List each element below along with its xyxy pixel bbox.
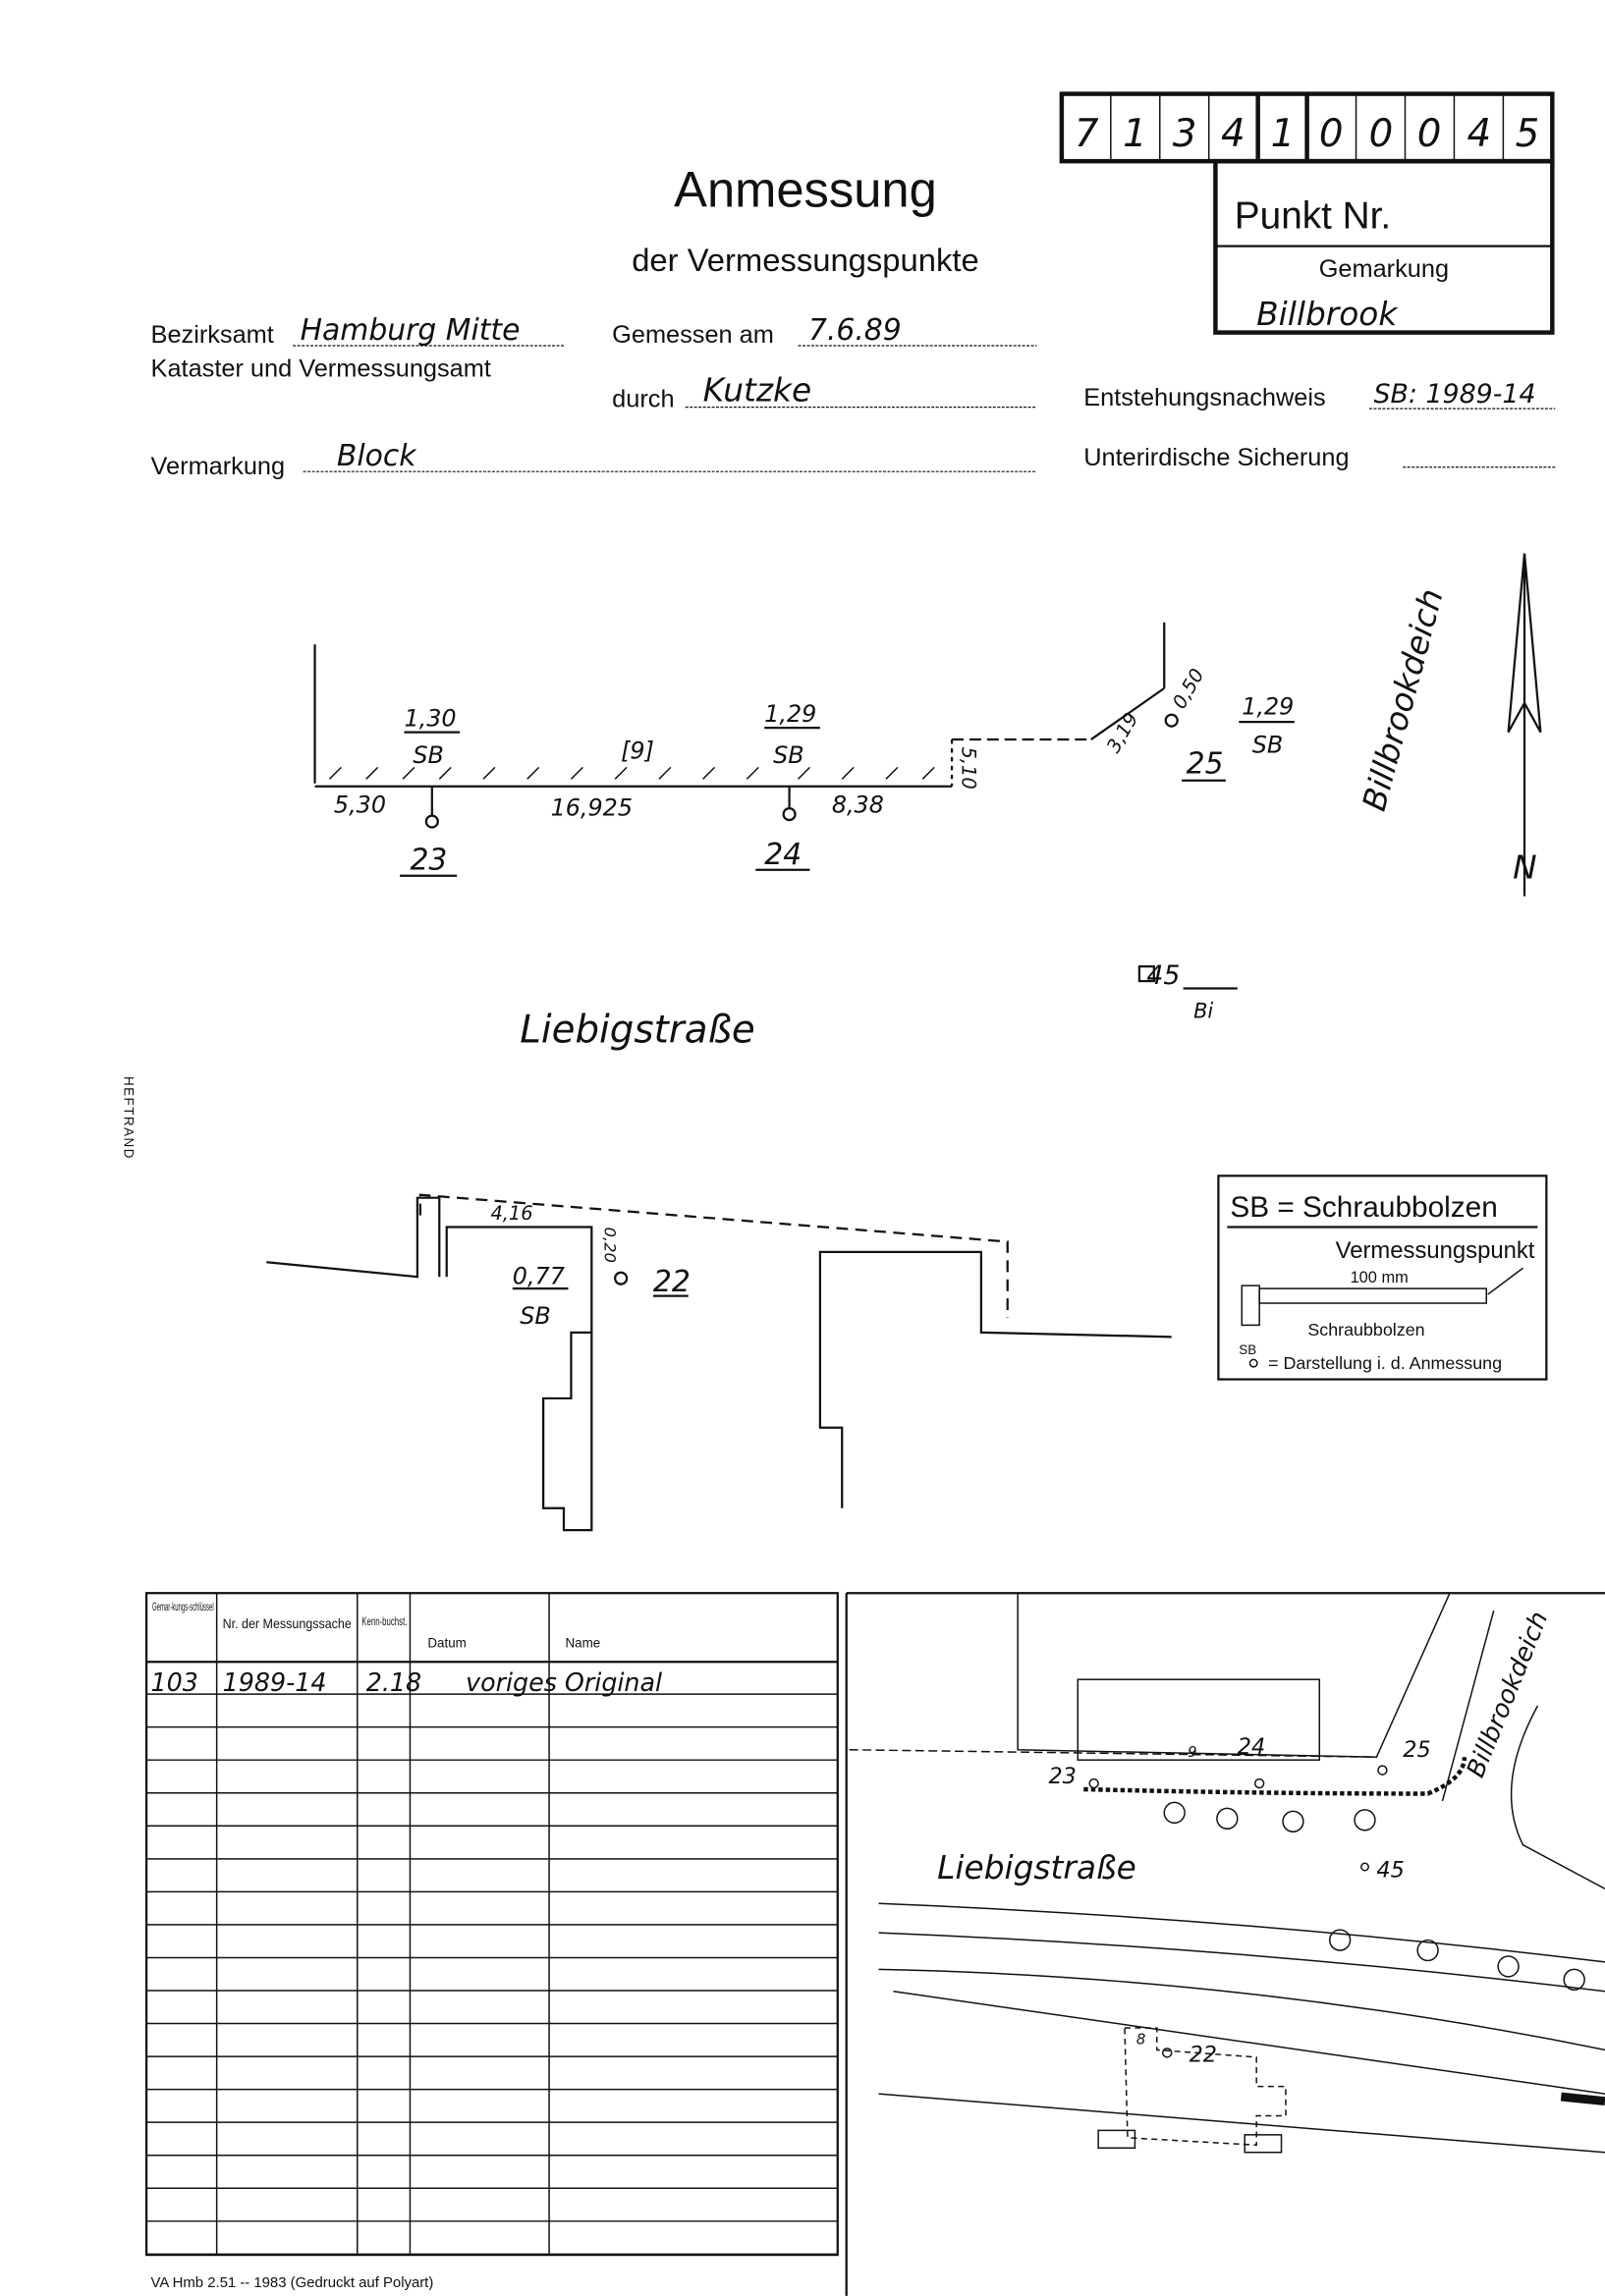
legend-vermessungspunkt: Vermessungspunkt bbox=[1336, 1237, 1535, 1264]
point-label-24: 24 bbox=[764, 838, 802, 872]
entstehung-value: SB: 1989-14 bbox=[1373, 379, 1535, 410]
survey-sketch-upper: 1,30 SB [9] 1,29 SB 5,30 16,925 8,38 23 … bbox=[313, 585, 1451, 1053]
table-header-datum: Datum bbox=[427, 1635, 467, 1650]
legend-schraubbolzen: Schraubbolzen bbox=[1307, 1320, 1424, 1339]
page-subtitle: der Vermessungspunkte bbox=[632, 242, 979, 278]
kataster-label: Kataster und Vermessungsamt bbox=[151, 355, 491, 382]
map-street-billbrookdeich: Billbrookdeich bbox=[1461, 1607, 1554, 1781]
table-row: 103 1989-14 2.18 voriges Original bbox=[151, 1667, 663, 1697]
bi-label: Bi bbox=[1193, 999, 1213, 1022]
survey-sketch-lower: 4,16 0,77 SB 0,20 22 bbox=[266, 1193, 1172, 1532]
distance-label: 4,16 bbox=[490, 1202, 532, 1225]
sb-label: SB bbox=[1252, 731, 1284, 758]
bezirksamt-label: Bezirksamt bbox=[151, 321, 274, 349]
digit: 4 bbox=[1221, 112, 1245, 156]
digit: 7 bbox=[1075, 112, 1099, 156]
digit: 5 bbox=[1516, 112, 1540, 156]
bezirksamt-value: Hamburg Mitte bbox=[301, 313, 521, 348]
legend-length: 100 mm bbox=[1351, 1269, 1409, 1286]
form-fields: Bezirksamt Hamburg Mitte Kataster und Ve… bbox=[151, 313, 1556, 480]
map-parcel-8: 8 bbox=[1136, 2030, 1145, 2048]
distance-label: 16,925 bbox=[551, 794, 633, 822]
distance-label: 5,10 bbox=[958, 747, 980, 790]
map-point-25: 25 bbox=[1403, 1737, 1430, 1763]
digit: 0 bbox=[1417, 112, 1442, 156]
map-street-liebigstrasse: Liebigstraße bbox=[937, 1849, 1136, 1886]
distance-label: 0,50 bbox=[1168, 665, 1208, 713]
sicherung-label: Unterirdische Sicherung bbox=[1083, 444, 1349, 471]
distance-label: 3,19 bbox=[1102, 709, 1142, 757]
distance-label: 0,77 bbox=[513, 1263, 565, 1290]
parcel-label: [9] bbox=[621, 737, 654, 764]
distance-label: 1,29 bbox=[764, 700, 816, 728]
punkt-nr-label: Punkt Nr. bbox=[1235, 195, 1391, 238]
street-label-billbrookdeich: Billbrookdeich bbox=[1356, 585, 1451, 815]
gemessen-label: Gemessen am bbox=[612, 321, 774, 349]
durch-label: durch bbox=[612, 386, 674, 413]
vermarkung-label: Vermarkung bbox=[151, 453, 286, 480]
digit: 4 bbox=[1467, 112, 1491, 156]
point-label-22: 22 bbox=[653, 1265, 691, 1299]
legend-title: SB = Schraubbolzen bbox=[1230, 1191, 1497, 1224]
map-point-45: 45 bbox=[1376, 1857, 1404, 1883]
legend-box: SB = Schraubbolzen Vermessungspunkt 100 … bbox=[1217, 1175, 1548, 1381]
form-footer: VA Hmb 2.51 -- 1983 (Gedruckt auf Polyar… bbox=[151, 2275, 434, 2291]
digit: 3 bbox=[1173, 112, 1197, 156]
point-label-23: 23 bbox=[410, 844, 447, 878]
map-excerpt: 23 9 24 25 Billbrookdeich Liebigstraße 4… bbox=[845, 1592, 1605, 2296]
durch-value: Kutzke bbox=[703, 372, 812, 410]
page-title: Anmessung bbox=[674, 161, 937, 217]
history-table: Gemar-kungs-schlüssel Nr. der Messungssa… bbox=[144, 1592, 839, 2257]
table-header-name: Name bbox=[565, 1635, 600, 1650]
map-point-23: 23 bbox=[1048, 1764, 1076, 1789]
distance-label: 5,30 bbox=[334, 792, 386, 819]
table-cell: voriges Original bbox=[466, 1667, 662, 1697]
point-label-45: 45 bbox=[1146, 960, 1180, 991]
point-number-box: 7 1 3 4 1 0 0 0 4 5 Punkt Nr. Gemarkung … bbox=[1059, 91, 1555, 335]
sb-label: SB bbox=[773, 741, 804, 769]
gemessen-value: 7.6.89 bbox=[808, 313, 902, 348]
north-label: N bbox=[1513, 849, 1537, 887]
map-parcel-9: 9 bbox=[1188, 1743, 1196, 1761]
legend-symbol-sb: SB bbox=[1239, 1342, 1256, 1357]
street-label-liebigstrasse: Liebigstraße bbox=[520, 1009, 754, 1053]
table-header-gemarkungsschluessel: Gemar-kungs-schlüssel bbox=[152, 1600, 214, 1613]
vermarkung-value: Block bbox=[337, 439, 417, 473]
point-label-25: 25 bbox=[1187, 746, 1224, 781]
digit: 1 bbox=[1123, 112, 1147, 156]
gemarkung-value: Billbrook bbox=[1256, 296, 1399, 333]
gemarkung-label: Gemarkung bbox=[1319, 255, 1449, 283]
table-cell: 103 bbox=[151, 1667, 198, 1697]
sb-label: SB bbox=[413, 741, 444, 769]
map-point-22: 22 bbox=[1190, 2042, 1217, 2067]
map-point-24: 24 bbox=[1238, 1734, 1265, 1760]
heftrand-margin-label: HEFTRAND bbox=[122, 1076, 137, 1160]
table-cell: 1989-14 bbox=[223, 1667, 327, 1697]
distance-label: 0,20 bbox=[601, 1228, 620, 1263]
table-header-kennbuchst: Kenn-buchst. bbox=[361, 1614, 407, 1628]
digit: 1 bbox=[1271, 112, 1296, 156]
legend-darstellung: = Darstellung i. d. Anmessung bbox=[1268, 1353, 1502, 1373]
distance-label: 1,30 bbox=[404, 705, 456, 733]
distance-label: 8,38 bbox=[832, 792, 884, 819]
sb-label: SB bbox=[520, 1302, 551, 1330]
entstehung-label: Entstehungsnachweis bbox=[1083, 384, 1325, 411]
table-header-messungssache: Nr. der Messungssache bbox=[223, 1616, 352, 1631]
digit: 0 bbox=[1369, 112, 1394, 156]
table-cell: 2.18 bbox=[366, 1667, 421, 1697]
distance-label: 1,29 bbox=[1242, 693, 1294, 721]
north-arrow-icon: N bbox=[1507, 553, 1542, 897]
digit: 0 bbox=[1319, 112, 1344, 156]
